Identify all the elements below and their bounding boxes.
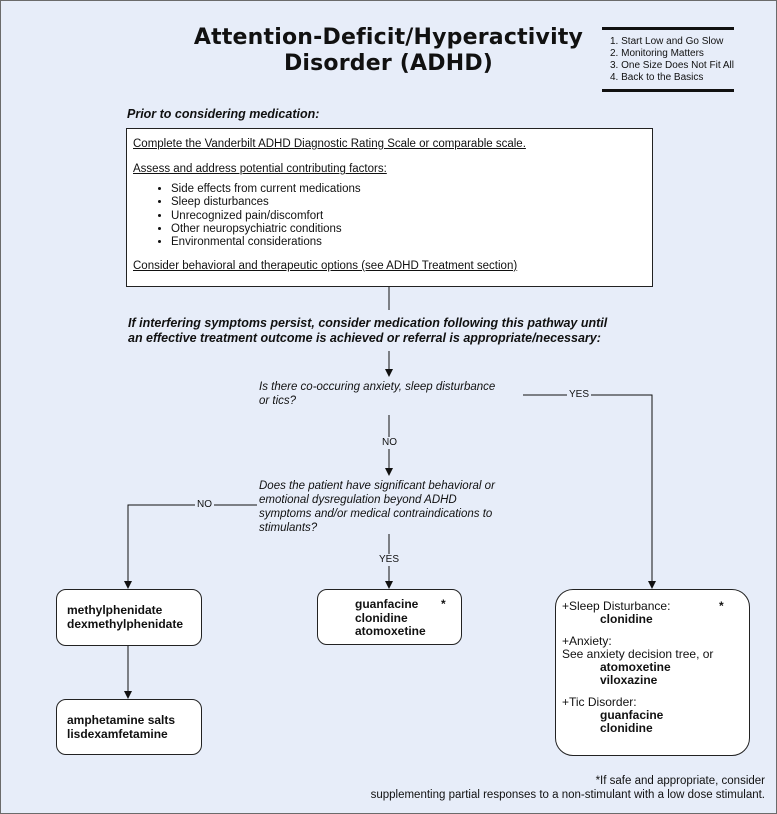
arrow-q1-yes xyxy=(523,394,656,589)
title-line-2: Disorder (ADHD) xyxy=(283,51,494,76)
factor-item: Sleep disturbances xyxy=(171,196,646,209)
drug-name: dexmethylphenidate xyxy=(67,616,184,631)
factor-item: Other neuropsychiatric conditions xyxy=(171,223,646,236)
q2-yes-label: YES xyxy=(377,554,402,566)
principles-list: 1. Start Low and Go Slow 2. Monitoring M… xyxy=(602,27,734,92)
factor-item: Side effects from current medications xyxy=(171,183,646,196)
question-comorbidity: Is there co-occuring anxiety, sleep dist… xyxy=(259,381,496,407)
q1-no-label: NO xyxy=(380,437,399,449)
q1-yes-label: YES xyxy=(567,389,592,401)
footnote: *If safe and appropriate, consider suppl… xyxy=(370,775,765,801)
drug-name: atomoxetine xyxy=(355,624,426,638)
drug-name: methylphenidate xyxy=(67,603,163,617)
arrow-q2-no xyxy=(124,504,257,589)
footnote-marker: * xyxy=(441,597,446,611)
anxiety-note: See anxiety decision tree, or xyxy=(562,647,714,661)
prior-box: Complete the Vanderbilt ADHD Diagnostic … xyxy=(126,128,653,287)
comorbidity-box: * +Sleep Disturbance: clonidine +Anxiety… xyxy=(555,589,750,756)
factor-item: Environmental considerations xyxy=(171,236,646,249)
anxiety-label: +Anxiety: xyxy=(562,634,612,648)
vanderbilt-step: Complete the Vanderbilt ADHD Diagnostic … xyxy=(133,138,526,150)
stimulant-first-line-box: methylphenidate dexmethylphenidate xyxy=(56,589,202,646)
behavioral-options-step: Consider behavioral and therapeutic opti… xyxy=(133,259,518,272)
non-stimulant-box: guanfacine clonidine atomoxetine * xyxy=(317,589,462,645)
drug-name: viloxazine xyxy=(600,673,658,687)
contributing-factors-heading: Assess and address potential contributin… xyxy=(133,163,387,176)
drug-name: clonidine xyxy=(600,721,653,735)
page-title: Attention-Deficit/Hyperactivity Disorder… xyxy=(191,25,586,77)
principle-item: 2. Monitoring Matters xyxy=(610,48,704,59)
drug-name: guanfacine xyxy=(355,597,419,611)
drug-name: amphetamine salts xyxy=(67,713,176,727)
drug-name: atomoxetine xyxy=(600,660,671,674)
principle-item: 4. Back to the Basics xyxy=(610,72,704,83)
sleep-disturbance-label: +Sleep Disturbance: xyxy=(562,599,671,613)
question-dysregulation: Does the patient have significant behavi… xyxy=(259,480,495,534)
factor-item: Unrecognized pain/discomfort xyxy=(171,210,646,223)
contributing-factors-list: Side effects from current medications Sl… xyxy=(133,183,646,250)
drug-name: lisdexamfetamine xyxy=(67,726,168,741)
drug-name: clonidine xyxy=(600,612,653,626)
drug-name: guanfacine xyxy=(600,708,664,722)
principle-item: 3. One Size Does Not Fit All xyxy=(610,60,734,71)
stimulant-second-line-box: amphetamine salts lisdexamfetamine xyxy=(56,699,202,755)
footnote-marker: * xyxy=(719,599,724,613)
q2-no-label: NO xyxy=(195,499,214,511)
principle-item: 1. Start Low and Go Slow xyxy=(610,36,724,47)
prior-label: Prior to considering medication: xyxy=(127,107,320,121)
tic-disorder-label: +Tic Disorder: xyxy=(562,695,637,709)
persist-instruction: If interfering symptoms persist, conside… xyxy=(128,316,608,345)
title-line-1: Attention-Deficit/Hyperactivity xyxy=(193,25,584,50)
drug-name: clonidine xyxy=(355,610,408,625)
